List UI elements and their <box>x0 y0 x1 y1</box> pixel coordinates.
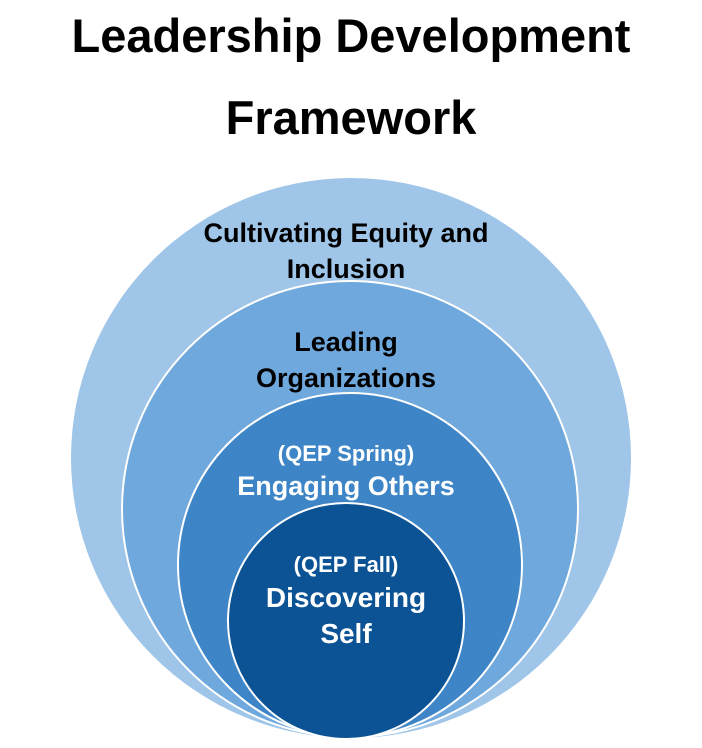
ring-label-discovering-line2: Discovering <box>266 582 426 613</box>
ring-label-equity-line1: Cultivating Equity and <box>203 218 488 248</box>
ring-label-engaging-line1: (QEP Spring) <box>278 441 415 466</box>
ring-label-organizations-line2: Organizations <box>256 363 436 393</box>
ring-label-organizations-line1: Leading <box>294 327 398 357</box>
ring-discovering-self <box>227 502 465 740</box>
ring-label-equity-line2: Inclusion <box>287 254 406 284</box>
title-line-1: Leadership Development <box>71 9 631 62</box>
ring-label-engaging-line2: Engaging Others <box>237 471 455 501</box>
ring-label-discovering-line1: (QEP Fall) <box>294 552 399 577</box>
ring-label-discovering-line3: Self <box>320 618 372 649</box>
title-line-2: Framework <box>225 91 477 144</box>
